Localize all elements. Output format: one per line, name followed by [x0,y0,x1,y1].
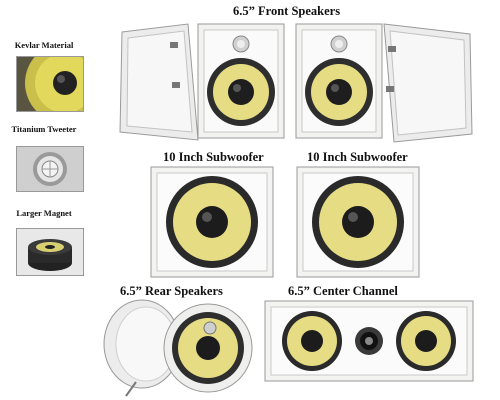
feature-label-kevlar: Kevlar Material [14,40,74,50]
larger-magnet-image [16,228,84,276]
front-speakers-title: 6.5” Front Speakers [233,4,341,18]
subwoofer-left-title: 10 Inch Subwoofer [163,150,264,164]
subwoofer-right-image [296,166,420,278]
front-speakers-image [119,23,473,143]
rear-speakers-image [103,299,253,397]
titanium-tweeter-image [16,146,84,192]
subwoofer-right-title: 10 Inch Subwoofer [307,150,408,164]
center-channel-image [264,300,474,382]
subwoofer-left-image [150,166,274,278]
kevlar-material-image [16,56,84,112]
feature-label-magnet: Larger Magnet [16,208,72,218]
center-channel-title: 6.5” Center Channel [288,284,398,298]
rear-speakers-title: 6.5” Rear Speakers [120,284,223,298]
feature-label-tweeter: Titanium Tweeter [11,124,77,134]
